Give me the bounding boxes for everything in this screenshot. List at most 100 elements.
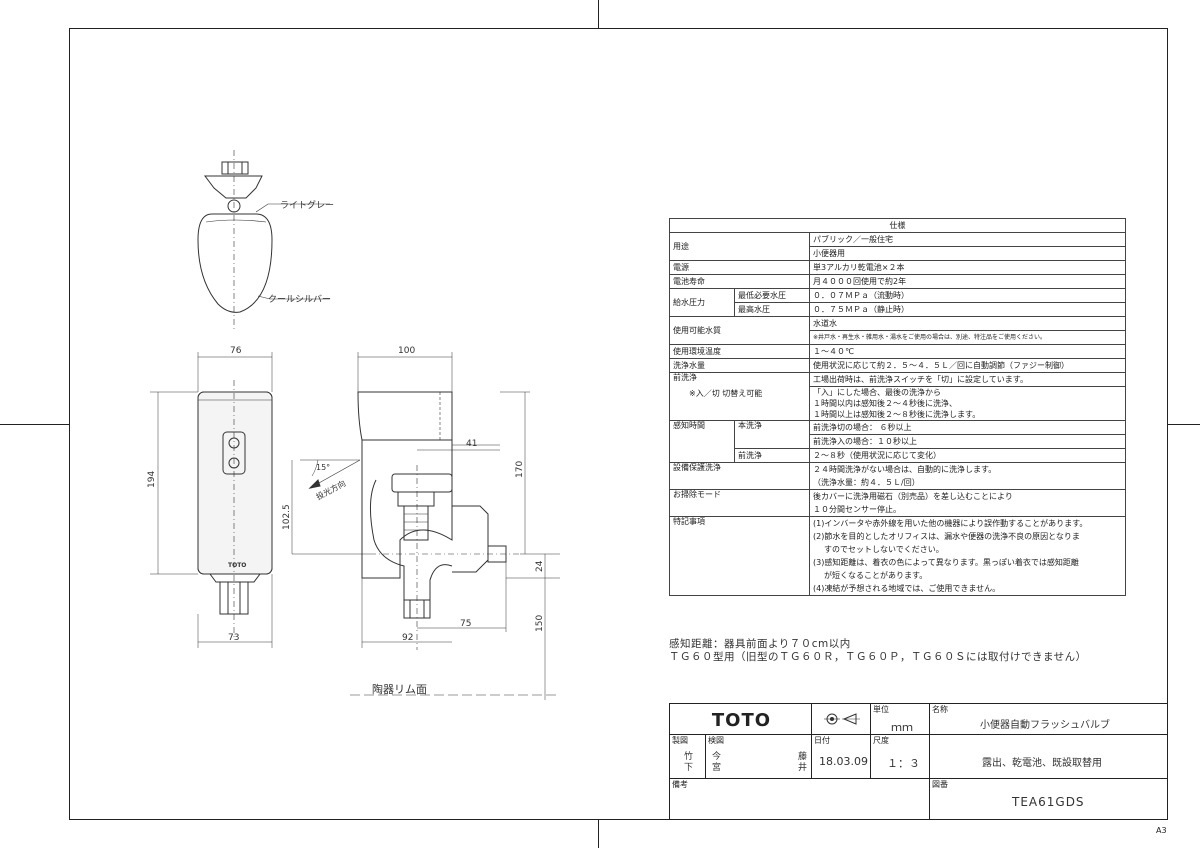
spec-value: 前洗浄切の場合： ６秒以上 [809,420,1126,435]
brand-mark: TOTO [228,562,246,569]
special-item: (1)インバータや赤外線を用いた他の機器により誤作動することがあります。 [809,516,1126,530]
callout-cool-silver: クールシルバー [268,294,331,305]
name-cell: 名称 小便器自動フラッシュバルブ [929,703,1168,735]
unit-cell: 単位 ｍｍ [870,703,930,735]
unit-value: ｍｍ [891,721,913,734]
special-item: すのでセットしないでください。 [809,543,1126,556]
maker-cell: 製図 竹 下 [669,734,706,779]
callout-light-direction: 投光方向 [314,478,347,502]
dim-height-24: 24 [535,560,545,572]
spec-value: パブリック／一般住宅 [809,232,1126,247]
sheet-size: A3 [1156,826,1167,835]
dim-depth-73: 73 [228,633,239,643]
center-mark-left [0,424,69,425]
spec-value: １～４０℃ [809,344,1126,359]
technical-drawing: ライトグレー クールシルバー 投光方向 TOTO 76 100 194 41 1… [147,150,560,700]
spec-value: 後カバーに洗浄用磁石（別売品）を差し込むことにより [809,489,1126,503]
rim-label: 陶器リム面 [372,682,427,696]
pre-label: 前洗浄 [673,373,697,382]
date-label: 日付 [814,736,830,745]
center-mark-top [598,0,599,28]
drawing-number-value: TEA61GDS [1012,795,1085,809]
check-value-2: 宮 [712,763,722,773]
special-item: (4)凍結が予想される地域では、ご使用できません。 [809,582,1126,596]
spec-label: 特記事項 [669,516,810,596]
company-cell: TOTO [669,703,812,735]
spec-table: 仕様 用途パブリック／一般住宅 小便器用 電源単3アルカリ乾電池×２本 電池寿命… [669,218,1126,596]
description-value: 露出、乾電池、既設取替用 [982,758,1102,769]
spec-label: 使用可能水質 [669,316,810,345]
drawing-number-label: 図番 [932,780,948,789]
dim-offset-41: 41 [466,439,477,449]
scale-value: １：３ [887,757,920,770]
spec-value: 工場出荷時は、前洗浄スイッチを「切」に設定しています。 [809,372,1126,387]
dim-front-width: 76 [230,346,242,356]
dim-height-170: 170 [515,461,525,478]
remarks-cell: 備考 [669,778,930,820]
spec-label: 感知時間 [669,420,735,463]
dim-angle: 15° [316,463,330,472]
spec-value: ２４時間洗浄がない場合は、自動的に洗浄します。 [809,462,1126,476]
spec-value: １時間以内は感知後２～４秒後に洗浄、 [809,398,1126,409]
spec-value: ２～８秒（使用状況に応じて変化） [809,448,1126,463]
spec-label: 用途 [669,232,810,261]
approve-value-2: 井 [798,763,808,773]
pre-sub-label: ※入／切 切替え可能 [689,389,763,398]
spec-label: 洗浄水量 [669,358,810,373]
approve-value-1: 藤 [798,752,808,762]
spec-value: ０．０７ＭＰａ（流動時） [809,288,1126,303]
spec-value: 水道水 [809,316,1126,331]
remarks-label: 備考 [672,780,688,789]
spec-value: ※井戸水・再生水・雑用水・湯水をご使用の場合は、別途、特注品をご使用ください。 [809,330,1126,345]
spec-label: 最低必要水圧 [734,288,810,303]
spec-value: １時間以上は感知後２～８秒後に洗浄します。 [809,409,1126,421]
spec-label: 前洗浄 ※入／切 切替え可能 [669,372,810,421]
spec-label: 電池寿命 [669,274,810,289]
spec-value: 使用状況に応じて約２．５～４．５Ｌ／回に自動調節（ファジー制御） [809,358,1126,373]
drawing-number-cell: 図番 TEA61GDS [929,778,1168,820]
check-cell: 検図 今 宮 藤 井 [705,734,812,779]
projection-symbol-cell [811,703,871,735]
spec-label: 設備保護洗浄 [669,462,810,490]
dim-side-width: 100 [398,346,415,356]
dim-height-102-5: 102.5 [282,504,292,530]
company-logo: TOTO [711,710,772,731]
special-item: (3)感知距離は、着衣の色によって異なります。黒っぽい着衣では感知距離 [809,556,1126,569]
drawing-frame [69,28,1168,820]
spec-value: （洗浄水量：約４．５Ｌ/回） [809,476,1126,490]
spec-label: 本洗浄 [734,420,810,449]
spec-label: 給水圧力 [669,288,735,317]
date-cell: 日付 18.03.09 [811,734,871,779]
dim-height-150: 150 [535,615,545,632]
callout-light-gray: ライトグレー [280,199,334,211]
title-block: TOTO 単位 ｍｍ 名称 小便器自動フラッシュバルブ 製図 竹 下 検図 今 … [669,703,1168,820]
check-value-1: 今 [712,752,722,762]
spec-value: 小便器用 [809,246,1126,261]
date-value: 18.03.09 [819,755,868,768]
spec-label: 使用環境温度 [669,344,810,359]
scale-label: 尺度 [873,736,889,745]
dim-depth-75: 75 [460,619,471,629]
maker-label: 製図 [672,736,688,745]
spec-label: 前洗浄 [734,448,810,463]
special-item: が短くなることがあります。 [809,569,1126,582]
note-compatibility: ＴＧ６０型用（旧型のＴＧ６０Ｒ，ＴＧ６０Ｐ，ＴＧ６０Ｓには取付けできません） [669,651,1087,663]
center-mark-right [1168,424,1200,425]
check-label: 検図 [708,736,724,745]
spec-value: １０分間センサー停止。 [809,503,1126,517]
scale-cell: 尺度 １：３ [870,734,930,779]
center-mark-bottom [598,820,599,848]
spec-label: お掃除モード [669,489,810,517]
spec-value: 単3アルカリ乾電池×２本 [809,260,1126,275]
top-view [197,150,330,330]
spec-label: 最高水圧 [734,302,810,317]
special-item: (2)節水を目的としたオリフィスは、漏水や便器の洗浄不良の原因となりま [809,530,1126,543]
spec-value: 「入」にした場合、最後の洗浄から [809,386,1126,398]
description-cell: 露出、乾電池、既設取替用 [929,734,1168,779]
front-view [150,352,273,648]
spec-value: 前洗浄入の場合：１０秒以上 [809,434,1126,449]
name-value: 小便器自動フラッシュバルブ [980,720,1110,731]
dim-front-height: 194 [147,471,157,488]
side-view [291,352,560,700]
projection-symbol-icon [824,713,860,725]
